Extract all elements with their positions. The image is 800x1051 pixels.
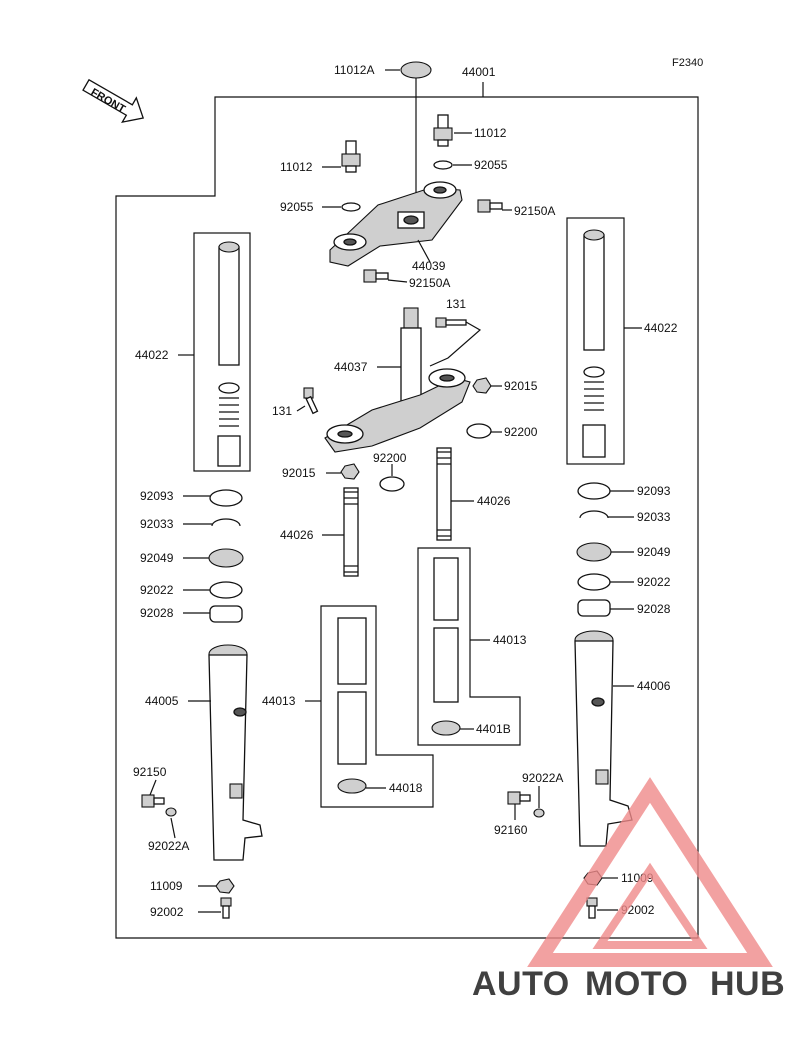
steering-stem-44037 bbox=[324, 307, 471, 453]
washer-92200-mid bbox=[379, 476, 405, 492]
callout-92049-left: 92049 bbox=[140, 551, 174, 565]
valve-11012-right bbox=[433, 114, 453, 147]
callout-92160: 92160 bbox=[494, 823, 528, 837]
valve-11012-left bbox=[341, 140, 361, 173]
washer-92022A-left bbox=[165, 807, 177, 817]
callout-44022-left: 44022 bbox=[135, 348, 169, 362]
callout-44022-right: 44022 bbox=[644, 321, 678, 335]
callout-92200-mid: 92200 bbox=[373, 451, 407, 465]
fork-inner-box-right bbox=[566, 217, 625, 465]
callout-92022-left: 92022 bbox=[140, 583, 174, 597]
washer-92022-right bbox=[577, 573, 611, 591]
seal-92093-left bbox=[209, 489, 243, 507]
seal-92049-right bbox=[576, 542, 612, 562]
fork-inner-left bbox=[217, 241, 241, 467]
callout-11012A: 11012A bbox=[334, 63, 374, 77]
bolt-92150A-bottom bbox=[363, 269, 389, 283]
callout-44006: 44006 bbox=[637, 679, 671, 693]
nut-92015-right bbox=[472, 377, 492, 394]
bolt-131-left bbox=[303, 387, 319, 415]
bolt-92160 bbox=[507, 791, 531, 805]
callout-44018-left: 44018 bbox=[389, 781, 423, 795]
callout-131-left: 131 bbox=[272, 404, 292, 418]
callout-92150: 92150 bbox=[133, 765, 167, 779]
callout-44005: 44005 bbox=[145, 694, 179, 708]
callout-44013-left: 44013 bbox=[262, 694, 296, 708]
callout-92022A-right: 92022A bbox=[522, 771, 563, 785]
callout-92028-right: 92028 bbox=[637, 602, 671, 616]
callout-labels: 11012A 44001 11012 92055 11012 92055 921… bbox=[133, 63, 678, 919]
callout-92093-left: 92093 bbox=[140, 489, 174, 503]
washer-92200-right bbox=[466, 423, 492, 439]
callout-92028-left: 92028 bbox=[140, 606, 174, 620]
upper-bracket-44039 bbox=[329, 181, 463, 267]
callout-92033-right: 92033 bbox=[637, 510, 671, 524]
leader-lines bbox=[149, 69, 642, 913]
callout-92150A-right: 92150A bbox=[514, 204, 555, 218]
spring-44026-right bbox=[436, 447, 452, 541]
callout-92015-left: 92015 bbox=[282, 466, 316, 480]
callout-4401B-right: 4401B bbox=[476, 722, 511, 736]
nut-92015-left bbox=[340, 463, 360, 480]
oring-92055-left bbox=[341, 202, 361, 212]
assembly-outline bbox=[115, 96, 699, 939]
bolt-92002-right bbox=[586, 897, 598, 919]
front-direction-arrow: FRONT bbox=[82, 78, 145, 124]
callout-92055-left: 92055 bbox=[280, 200, 314, 214]
callout-44013-right: 44013 bbox=[493, 633, 527, 647]
washer-11009-left bbox=[215, 878, 235, 894]
callout-92015-right: 92015 bbox=[504, 379, 538, 393]
callout-92093-right: 92093 bbox=[637, 484, 671, 498]
damper-44013-left bbox=[337, 617, 367, 794]
fork-inner-right bbox=[582, 229, 606, 458]
bolt-92002-left bbox=[220, 897, 232, 919]
callout-92150A-bottom: 92150A bbox=[409, 276, 450, 290]
callout-11009-left: 11009 bbox=[150, 879, 183, 893]
callout-11012-left: 11012 bbox=[280, 160, 313, 174]
callout-11012-right: 11012 bbox=[474, 126, 507, 140]
bolt-131-top bbox=[435, 317, 467, 328]
bolt-92150A-right bbox=[477, 199, 503, 213]
callout-92200-right: 92200 bbox=[504, 425, 538, 439]
callout-44039: 44039 bbox=[412, 259, 446, 273]
outer-tube-44006 bbox=[574, 630, 633, 847]
bolt-92150 bbox=[141, 794, 165, 808]
figure-code: F2340 bbox=[672, 57, 703, 69]
spring-44026-left bbox=[343, 487, 359, 577]
watermark-logo: AUTO MOTO HUB bbox=[472, 777, 785, 1003]
fork-inner-box-left bbox=[193, 232, 251, 472]
watermark-auto: AUTO bbox=[472, 965, 570, 1003]
seal-92049-left bbox=[208, 548, 244, 568]
callout-44026-left: 44026 bbox=[280, 528, 314, 542]
bushing-92028-left bbox=[209, 605, 243, 623]
callout-92055-right: 92055 bbox=[474, 158, 508, 172]
oring-92055-right bbox=[433, 160, 453, 170]
callout-92022-right: 92022 bbox=[637, 575, 671, 589]
callout-92022A-left: 92022A bbox=[148, 839, 189, 853]
damper-box-right bbox=[417, 547, 521, 746]
callout-131-top: 131 bbox=[446, 297, 466, 311]
outer-tube-44005 bbox=[208, 644, 263, 861]
callout-92049-right: 92049 bbox=[637, 545, 671, 559]
callout-92002-left: 92002 bbox=[150, 905, 184, 919]
damper-box-left bbox=[320, 605, 434, 808]
seal-92093-right bbox=[577, 482, 611, 500]
clip-92033-right bbox=[579, 510, 609, 519]
callout-44037: 44037 bbox=[334, 360, 368, 374]
watermark-moto: MOTO bbox=[585, 965, 688, 1003]
watermark-hub: HUB bbox=[710, 965, 785, 1003]
washer-92022A-right bbox=[533, 808, 545, 818]
callout-92033-left: 92033 bbox=[140, 517, 174, 531]
bushing-92028-right bbox=[577, 599, 611, 617]
clip-92033-left bbox=[211, 518, 241, 527]
callout-44026-right: 44026 bbox=[477, 494, 511, 508]
callout-44001: 44001 bbox=[462, 65, 496, 79]
washer-92022-left bbox=[209, 581, 243, 599]
damper-44013-right bbox=[431, 557, 461, 736]
